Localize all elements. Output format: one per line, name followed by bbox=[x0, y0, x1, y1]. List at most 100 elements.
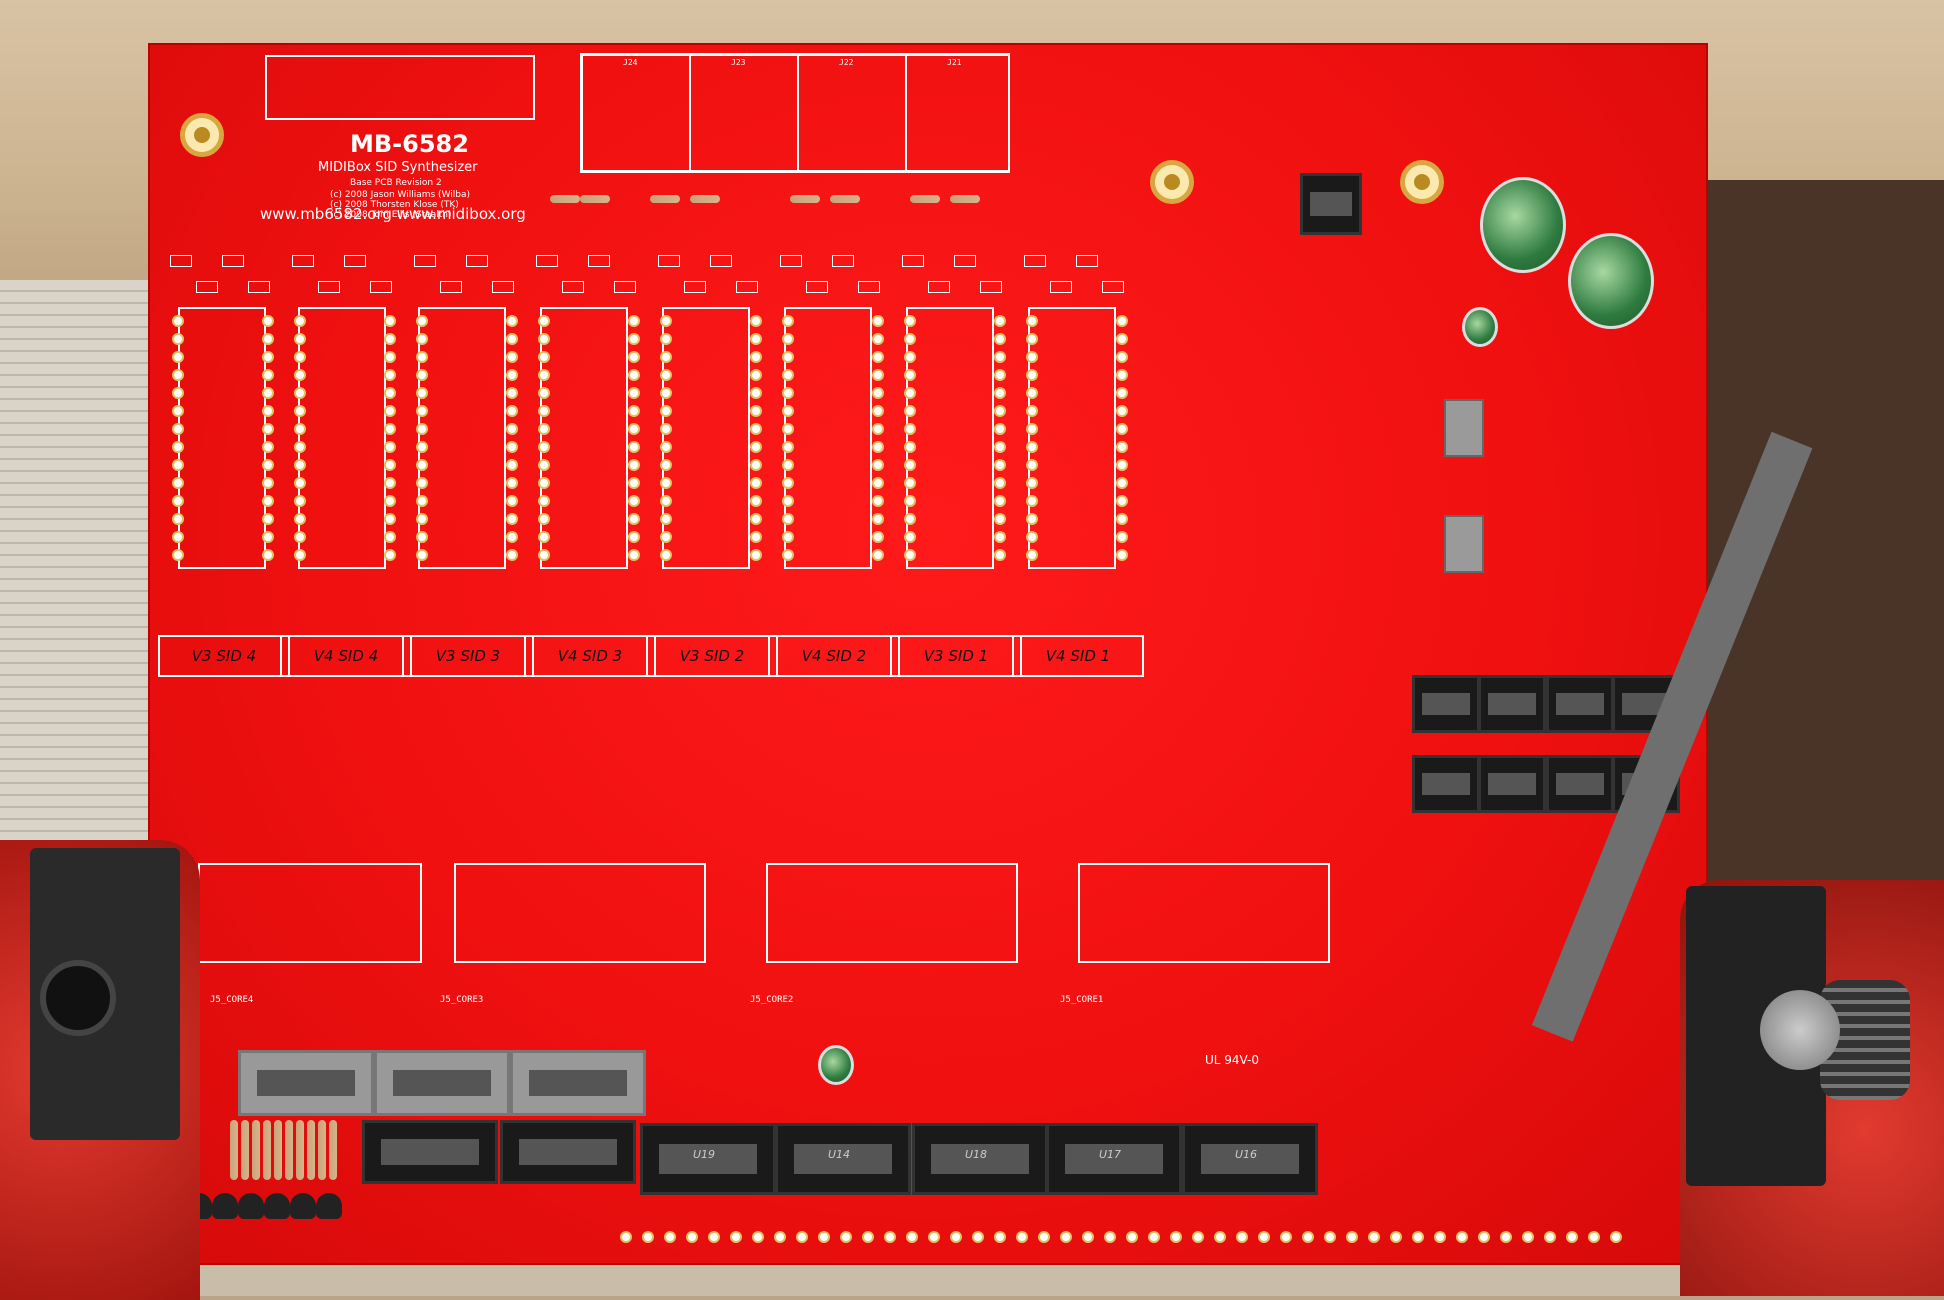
transistor bbox=[238, 1193, 264, 1219]
solder-pad bbox=[172, 405, 184, 417]
component-outline bbox=[684, 281, 706, 293]
solder-pad bbox=[994, 495, 1006, 507]
solder-pad bbox=[994, 549, 1006, 561]
voltage-regulator bbox=[1444, 399, 1484, 457]
solder-pad bbox=[628, 405, 640, 417]
solder-pad bbox=[628, 459, 640, 471]
solder-pad bbox=[538, 315, 550, 327]
solder-pad bbox=[506, 531, 518, 543]
core-module-outline bbox=[198, 863, 422, 963]
solder-pad bbox=[994, 531, 1006, 543]
solder-pad bbox=[628, 351, 640, 363]
resistor bbox=[950, 195, 980, 203]
solder-pad bbox=[1116, 531, 1128, 543]
component-outline bbox=[780, 255, 802, 267]
solder-pad bbox=[1026, 531, 1038, 543]
header-pin bbox=[840, 1231, 852, 1243]
solder-pad bbox=[538, 549, 550, 561]
header-pin bbox=[796, 1231, 808, 1243]
solder-pad bbox=[628, 369, 640, 381]
header-pin bbox=[972, 1231, 984, 1243]
sid-label: V3 SID 2 bbox=[646, 635, 778, 677]
solder-pad bbox=[660, 405, 672, 417]
solder-pad bbox=[262, 423, 274, 435]
socket-label: U17 bbox=[1099, 1148, 1122, 1161]
component-outline bbox=[318, 281, 340, 293]
jack-label: J21 bbox=[947, 58, 962, 67]
solder-pad bbox=[660, 387, 672, 399]
solder-pad bbox=[262, 333, 274, 345]
solder-pad bbox=[416, 351, 428, 363]
header-pin bbox=[642, 1231, 654, 1243]
background-bottom bbox=[0, 1260, 1944, 1296]
resistor bbox=[241, 1120, 249, 1180]
component-outline bbox=[344, 255, 366, 267]
solder-pad bbox=[538, 495, 550, 507]
solder-pad bbox=[782, 315, 794, 327]
resistor bbox=[252, 1120, 260, 1180]
header-pin bbox=[906, 1231, 918, 1243]
solder-pad bbox=[872, 495, 884, 507]
solder-pad bbox=[750, 333, 762, 345]
solder-pad bbox=[872, 477, 884, 489]
solder-pad bbox=[904, 405, 916, 417]
solder-pad bbox=[1026, 333, 1038, 345]
solder-pad bbox=[994, 423, 1006, 435]
sid-chip-outline bbox=[662, 307, 750, 569]
component-outline bbox=[858, 281, 880, 293]
solder-pad bbox=[1116, 549, 1128, 561]
component-outline bbox=[370, 281, 392, 293]
solder-pad bbox=[904, 315, 916, 327]
solder-pad bbox=[384, 405, 396, 417]
solder-pad bbox=[994, 477, 1006, 489]
solder-pad bbox=[172, 495, 184, 507]
solder-pad bbox=[782, 495, 794, 507]
solder-pad bbox=[782, 369, 794, 381]
solder-pad bbox=[294, 423, 306, 435]
solder-pad bbox=[872, 351, 884, 363]
resistor bbox=[550, 195, 580, 203]
solder-pad bbox=[1116, 513, 1128, 525]
ic-socket: U18 bbox=[912, 1123, 1048, 1195]
ic-socket bbox=[1300, 173, 1362, 235]
component-outline bbox=[248, 281, 270, 293]
solder-pad bbox=[994, 369, 1006, 381]
solder-pad bbox=[904, 513, 916, 525]
resistor bbox=[650, 195, 680, 203]
resistor-network bbox=[500, 1120, 636, 1184]
sid-label: V3 SID 4 bbox=[158, 635, 290, 677]
resistor bbox=[580, 195, 610, 203]
sid-label: V3 SID 3 bbox=[402, 635, 534, 677]
display-outline bbox=[265, 55, 535, 120]
solder-pad bbox=[506, 459, 518, 471]
credit-1: (c) 2008 Jason Williams (Wilba) bbox=[330, 190, 471, 200]
core-label: J5_CORE2 bbox=[750, 995, 794, 1005]
ic-socket: U17 bbox=[1046, 1123, 1182, 1195]
component-outline bbox=[806, 281, 828, 293]
solder-pad bbox=[872, 441, 884, 453]
solder-pad bbox=[872, 369, 884, 381]
solder-pad bbox=[384, 459, 396, 471]
solder-pad bbox=[628, 495, 640, 507]
credit-3: (c) 2008 Tom Ellis (Stealth) bbox=[330, 210, 452, 220]
solder-pad bbox=[262, 531, 274, 543]
solder-pad bbox=[506, 351, 518, 363]
solder-pad bbox=[1116, 387, 1128, 399]
solder-pad bbox=[172, 351, 184, 363]
solder-pad bbox=[994, 387, 1006, 399]
solder-pad bbox=[994, 459, 1006, 471]
solder-pad bbox=[904, 441, 916, 453]
solder-pad bbox=[262, 495, 274, 507]
solder-pad bbox=[750, 441, 762, 453]
sid-chip-outline bbox=[418, 307, 506, 569]
solder-pad bbox=[506, 441, 518, 453]
solder-pad bbox=[384, 513, 396, 525]
solder-pad bbox=[904, 549, 916, 561]
solder-pad bbox=[1026, 549, 1038, 561]
solder-pad bbox=[538, 513, 550, 525]
resistor bbox=[285, 1120, 293, 1180]
ic-socket: U19 bbox=[640, 1123, 776, 1195]
jack-label: J23 bbox=[731, 58, 746, 67]
switch-socket bbox=[510, 1050, 646, 1116]
solder-pad bbox=[628, 441, 640, 453]
